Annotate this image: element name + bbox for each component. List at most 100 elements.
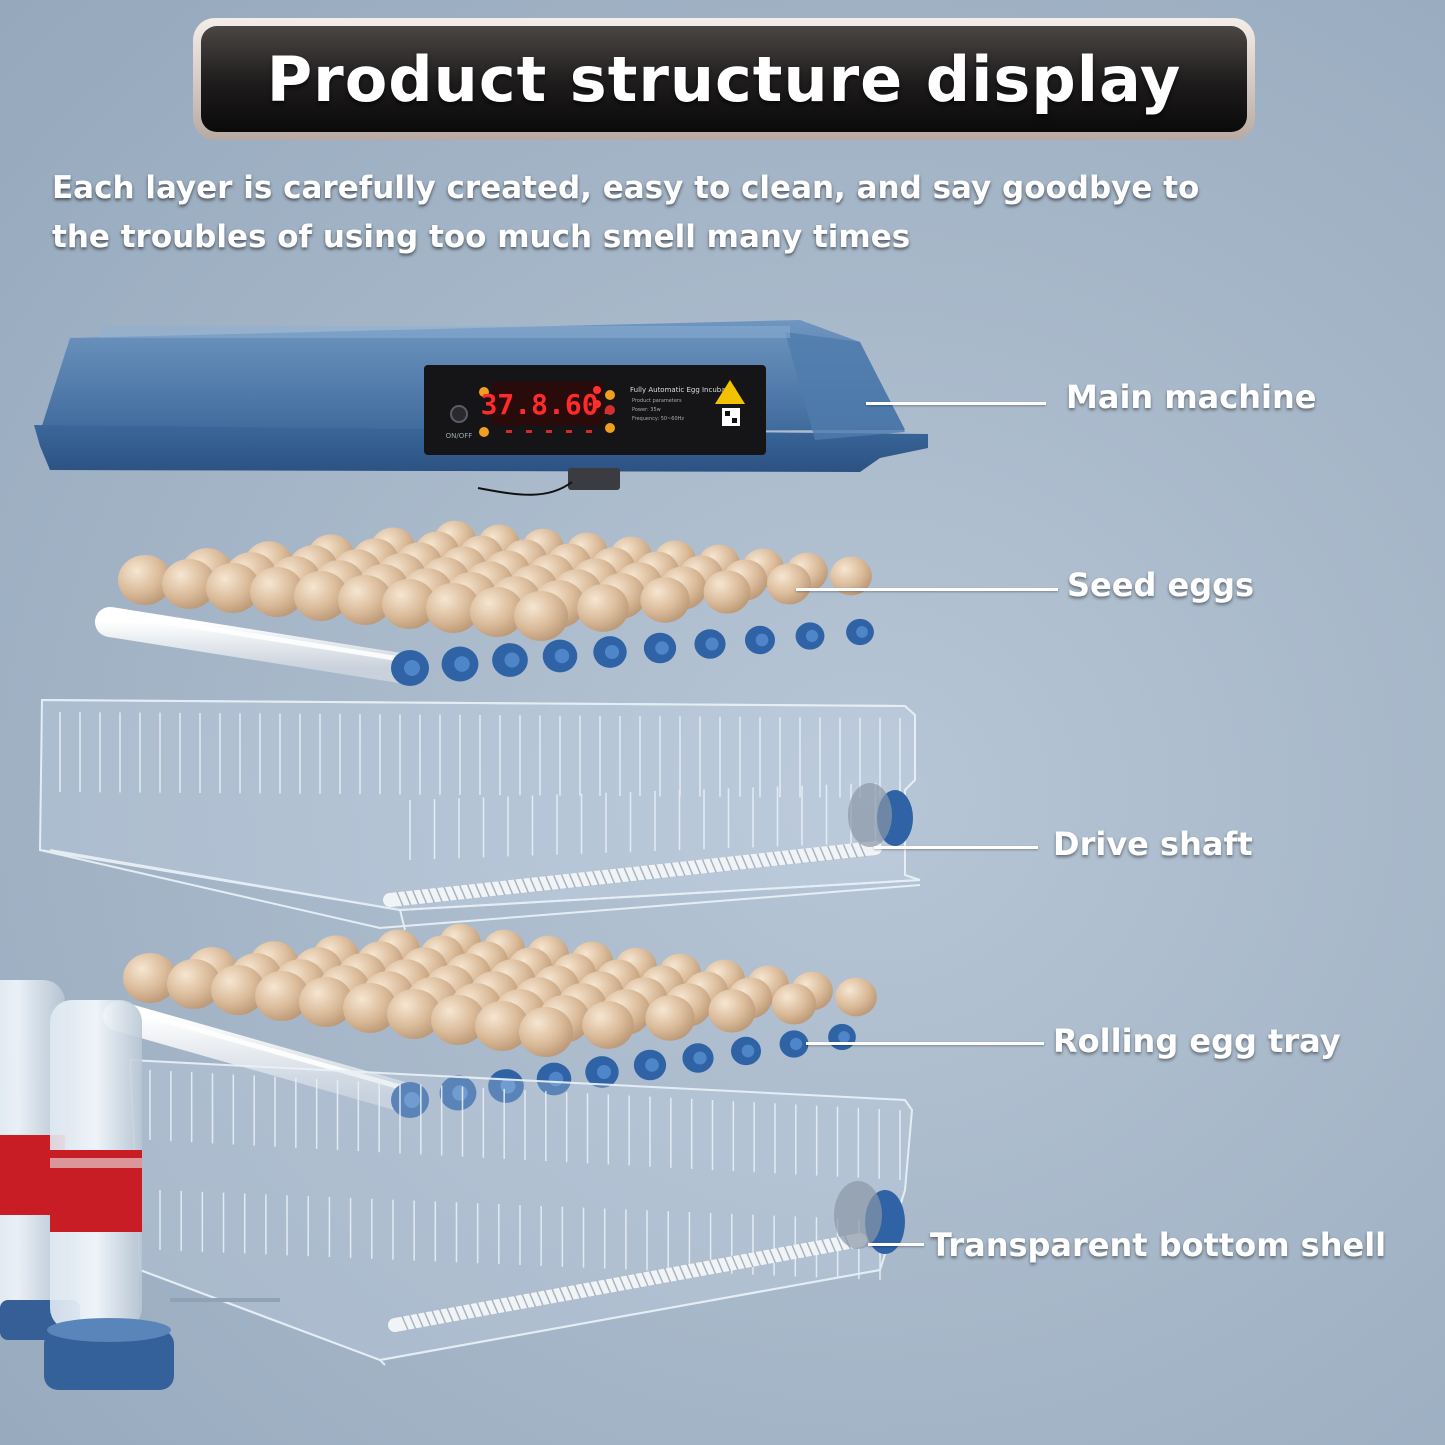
spring-coil xyxy=(791,1244,799,1260)
spring-coil xyxy=(513,879,522,894)
spring-coil xyxy=(701,859,710,874)
label-drive-shaft: Drive shaft xyxy=(1053,825,1253,863)
egg xyxy=(250,567,304,617)
roller-cap-hub xyxy=(789,1037,803,1051)
spring-coil xyxy=(474,883,483,898)
spring-coil xyxy=(850,843,859,858)
spring-coil xyxy=(828,1237,837,1253)
svg-text:Power: 35w: Power: 35w xyxy=(632,407,661,413)
power-label: ON/OFF xyxy=(446,432,473,440)
spring-coil xyxy=(646,865,655,880)
spring-coil xyxy=(581,1282,589,1298)
rolling-egg-tray-leader xyxy=(806,1042,1044,1045)
label-main-machine: Main machine xyxy=(1066,378,1317,416)
spring-coil xyxy=(678,1265,687,1280)
indicator-led-icon xyxy=(479,387,489,397)
roller-bar xyxy=(95,607,415,683)
spring-coil xyxy=(498,1297,507,1313)
spring-coil xyxy=(662,863,671,878)
spring-coil xyxy=(723,1256,732,1272)
main-machine-lid: ON/OFF 37.8.60. Fully Automatic Egg Incu… xyxy=(34,320,928,496)
spring-coil xyxy=(416,1312,424,1328)
spring-coil xyxy=(453,1306,462,1321)
spring-coil xyxy=(528,1292,537,1308)
drive-shaft-leader xyxy=(874,846,1038,849)
spring-coil xyxy=(506,1296,514,1312)
spring-coil xyxy=(764,852,772,868)
seed-eggs-tray xyxy=(95,520,874,686)
spring-coil xyxy=(603,1278,612,1294)
spring-coil xyxy=(566,1285,574,1301)
spring-coil xyxy=(491,1299,499,1314)
egg xyxy=(167,959,221,1009)
spring-coil xyxy=(618,1276,627,1291)
spring-coil xyxy=(521,1293,529,1309)
spring-coil xyxy=(568,873,577,888)
spring-coil xyxy=(827,845,835,861)
spring-coil xyxy=(607,869,616,884)
spring-coil xyxy=(671,1266,679,1282)
spring-coil xyxy=(678,861,686,877)
spring-coil xyxy=(656,1269,664,1284)
spring-coil xyxy=(543,1289,552,1305)
spring-coil xyxy=(756,853,765,868)
spring-coil xyxy=(623,867,631,883)
spring-coil xyxy=(626,1274,634,1290)
spring-coil xyxy=(654,864,663,879)
roller-cap-hub xyxy=(838,1031,850,1043)
egg xyxy=(475,1001,529,1051)
spring-coil xyxy=(551,1288,559,1303)
spring-coil xyxy=(708,1259,717,1275)
spring-coil xyxy=(795,849,804,864)
roller-cap-hub xyxy=(452,1085,468,1101)
roller-cap-hub xyxy=(645,1058,659,1072)
egg xyxy=(470,587,524,637)
spring-coil xyxy=(505,880,514,895)
spring-coil xyxy=(819,846,827,862)
spring-coil xyxy=(521,878,530,893)
spring-coil xyxy=(821,1239,829,1254)
spring-coil xyxy=(746,1252,754,1268)
egg xyxy=(771,983,817,1025)
spring-coil xyxy=(596,1280,604,1295)
roller-cap-hub xyxy=(705,637,719,651)
spring-coil xyxy=(513,1295,522,1310)
spring-coil xyxy=(686,860,694,876)
spring-coil xyxy=(803,848,812,863)
water-bottles xyxy=(0,980,280,1390)
roller-cap-hub xyxy=(693,1051,707,1065)
rolling-egg-tray xyxy=(103,923,877,1118)
egg xyxy=(514,591,568,641)
egg xyxy=(645,995,695,1041)
spring-coil xyxy=(768,1248,777,1264)
roller-bar xyxy=(103,1001,415,1111)
led-display xyxy=(492,382,604,426)
roller-cap-hub xyxy=(805,629,819,643)
spring-coil xyxy=(552,875,561,890)
drive-shaft-basket xyxy=(38,698,921,931)
spring-coil xyxy=(783,1246,792,1261)
roller-highlight xyxy=(115,1004,403,1090)
spring-coil xyxy=(686,1263,694,1279)
spring-coil xyxy=(834,845,843,860)
roller-cap-hub xyxy=(596,1064,612,1080)
roller-highlight xyxy=(107,610,403,662)
egg xyxy=(766,563,812,605)
roller-cap-hub xyxy=(604,644,620,660)
led-readout: 37.8.60. xyxy=(481,388,616,421)
roller-cap-hub xyxy=(554,648,570,664)
label-seed-eggs: Seed eggs xyxy=(1067,566,1255,604)
spring-coil xyxy=(811,847,819,863)
spring-coil xyxy=(592,870,600,886)
egg xyxy=(299,977,353,1027)
spring-coil xyxy=(663,1267,672,1283)
egg xyxy=(211,965,265,1015)
spring-coil xyxy=(748,854,757,869)
spring-coil xyxy=(529,877,537,893)
spring-coil xyxy=(641,1271,649,1287)
spring-coil xyxy=(588,1281,597,1297)
egg xyxy=(426,583,480,633)
spring-coil xyxy=(599,870,608,885)
subtitle: Each layer is carefully created, easy to… xyxy=(52,164,1392,262)
